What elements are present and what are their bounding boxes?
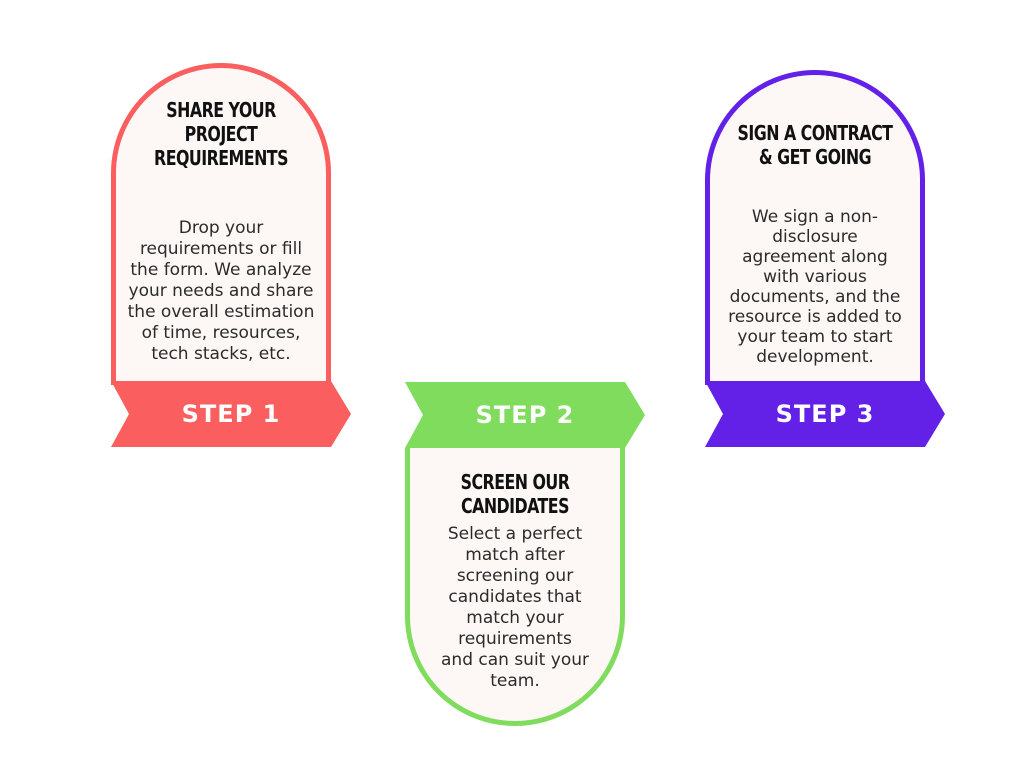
step-3: SIGN A CONTRACT & GET GOING We sign a no… (705, 70, 945, 447)
step-1-card: SHARE YOUR PROJECT REQUIREMENTS Drop you… (111, 63, 331, 385)
step-3-banner-shape (705, 381, 945, 447)
step-3-card: SIGN A CONTRACT & GET GOING We sign a no… (705, 70, 925, 385)
step-2-card: SCREEN OUR CANDIDATES Select a perfect m… (405, 448, 625, 726)
step-1: SHARE YOUR PROJECT REQUIREMENTS Drop you… (111, 63, 351, 447)
step-1-description: Drop your requirements or fill the form.… (127, 218, 315, 364)
step-2: STEP 2 SCREEN OUR CANDIDATES Select a pe… (405, 382, 645, 726)
step-2-label: STEP 2 (475, 401, 575, 429)
step-3-label: STEP 3 (775, 400, 875, 428)
step-3-title: SIGN A CONTRACT & GET GOING (737, 121, 893, 169)
step-1-title: SHARE YOUR PROJECT REQUIREMENTS (154, 98, 288, 170)
step-2-description: Select a perfect match after screening o… (441, 524, 589, 691)
step-2-banner: STEP 2 (405, 382, 645, 448)
step-1-banner-shape (111, 381, 351, 447)
step-3-description: We sign a non- disclosure agreement alon… (728, 207, 902, 367)
step-2-banner-shape (405, 382, 645, 448)
step-1-label: STEP 1 (181, 400, 281, 428)
step-2-title: SCREEN OUR CANDIDATES (460, 470, 570, 518)
step-3-banner: STEP 3 (705, 381, 945, 447)
step-1-banner: STEP 1 (111, 381, 351, 447)
